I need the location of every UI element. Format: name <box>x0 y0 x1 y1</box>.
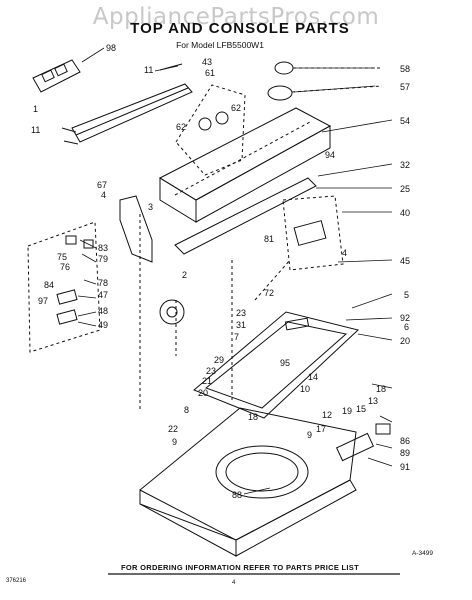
dial-57-shape <box>267 85 383 101</box>
end-cap-shape <box>119 195 153 263</box>
part-label-86: 86 <box>400 436 410 446</box>
part-number-labels: 98 11 43 61 58 57 1 11 62 62 54 94 32 67… <box>31 43 410 500</box>
bracket-98-shape <box>32 59 81 93</box>
part-label-18: 18 <box>376 384 386 394</box>
switch-29-shape <box>159 299 185 325</box>
part-label-6: 6 <box>404 322 409 332</box>
lid-shape <box>193 311 360 419</box>
console-lower-shape <box>174 177 317 255</box>
part-label-88: 88 <box>232 490 242 500</box>
part-label-3: 3 <box>148 202 153 212</box>
drawing-code: A-3499 <box>412 550 433 557</box>
part-label-45: 45 <box>400 256 410 266</box>
timer-40-box <box>282 195 344 271</box>
part-label-4b: 4 <box>342 248 347 258</box>
part-label-19: 19 <box>342 406 352 416</box>
part-label-47: 47 <box>98 290 108 300</box>
part-label-5: 5 <box>404 290 409 300</box>
part-label-11b: 11 <box>31 125 40 135</box>
part-label-83: 83 <box>98 243 108 253</box>
part-label-62: 62 <box>176 122 186 132</box>
part-label-29: 29 <box>214 355 224 365</box>
part-label-23b: 23 <box>206 366 216 376</box>
part-label-10: 10 <box>300 384 310 394</box>
knob-group-box <box>175 84 246 176</box>
part-label-49: 49 <box>98 320 108 330</box>
part-label-21: 21 <box>202 376 212 386</box>
part-label-11: 11 <box>144 65 153 75</box>
part-label-25: 25 <box>400 184 410 194</box>
part-label-17: 17 <box>316 424 326 434</box>
diagram-title: TOP AND CONSOLE PARTS <box>130 20 350 37</box>
part-label-54: 54 <box>400 116 410 126</box>
part-label-94: 94 <box>325 150 335 160</box>
part-label-18b: 18 <box>248 412 258 422</box>
part-label-31: 31 <box>236 320 246 330</box>
ordering-info-note: FOR ORDERING INFORMATION REFER TO PARTS … <box>121 563 359 572</box>
model-subtitle: For Model LFB5500W1 <box>176 40 264 50</box>
assembly-guide-lines <box>139 214 291 410</box>
part-label-15: 15 <box>356 404 366 414</box>
part-label-95: 95 <box>280 358 290 368</box>
part-label-67: 67 <box>97 180 107 190</box>
part-label-14: 14 <box>308 372 318 382</box>
part-label-76: 76 <box>60 262 70 272</box>
parts-group-box <box>27 221 101 353</box>
part-label-20: 20 <box>400 336 410 346</box>
part-label-84: 84 <box>44 280 54 290</box>
lid-switch-assembly <box>335 423 391 462</box>
part-label-89: 89 <box>400 448 410 458</box>
part-label-61: 61 <box>205 68 215 78</box>
part-label-81: 81 <box>264 234 274 244</box>
part-label-13: 13 <box>368 396 378 406</box>
part-label-92: 92 <box>400 313 410 323</box>
part-label-97: 97 <box>38 296 48 306</box>
part-label-40: 40 <box>400 208 410 218</box>
part-label-62b: 62 <box>231 103 241 113</box>
part-label-75: 75 <box>57 252 67 262</box>
part-label-23: 23 <box>236 308 246 318</box>
part-label-57: 57 <box>400 82 410 92</box>
part-label-79: 79 <box>98 254 108 264</box>
part-label-22: 22 <box>168 424 178 434</box>
part-label-1: 1 <box>33 104 38 114</box>
leader-lines <box>77 47 393 495</box>
part-label-2: 2 <box>182 270 187 280</box>
console-body-shape <box>158 107 332 223</box>
catalog-code: 376216 <box>6 578 27 584</box>
part-label-12: 12 <box>322 410 332 420</box>
part-label-43: 43 <box>202 57 212 67</box>
part-label-9: 9 <box>172 437 177 447</box>
cabinet-top-shape <box>139 407 357 557</box>
page-number: 4 <box>232 580 236 586</box>
watermark: AppliancePartsPros.com <box>92 4 380 30</box>
part-label-48: 48 <box>98 306 108 316</box>
part-label-58: 58 <box>400 64 410 74</box>
part-label-91: 91 <box>400 462 410 472</box>
part-label-7: 7 <box>234 332 239 342</box>
part-label-78: 78 <box>98 278 108 288</box>
part-label-8: 8 <box>184 405 189 415</box>
part-label-9b: 9 <box>307 430 312 440</box>
part-label-32: 32 <box>400 160 410 170</box>
part-label-72: 72 <box>264 288 274 298</box>
part-label-20b: 20 <box>198 388 208 398</box>
part-label-98: 98 <box>106 43 116 53</box>
rear-panel-shape <box>71 83 193 143</box>
part-label-4: 4 <box>101 190 106 200</box>
